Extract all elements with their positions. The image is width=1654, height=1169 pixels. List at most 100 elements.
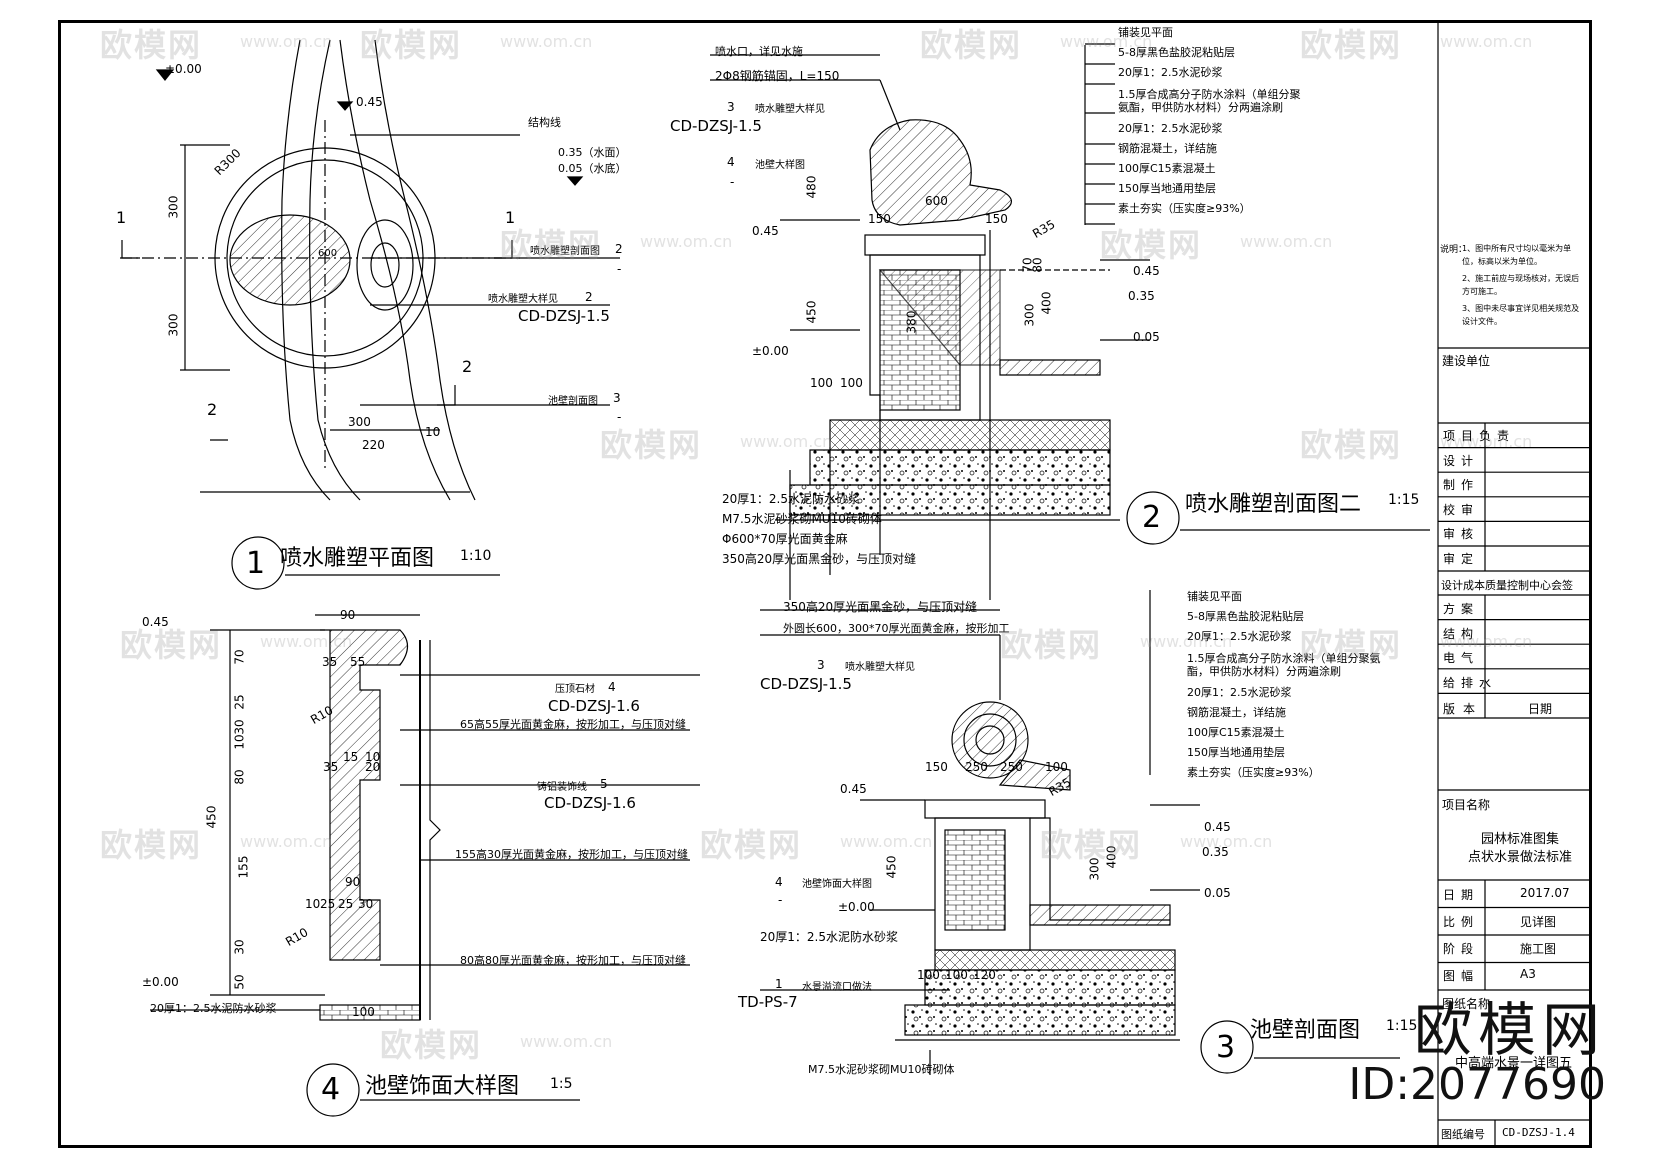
s3-note-1: 外圆长600，300*70厚光面黄金麻，按形加工 <box>783 622 1010 635</box>
s3-dim-100b: 100 <box>945 968 968 982</box>
s2-dim-380: 380 <box>904 310 919 334</box>
s3-ref4-sheet: - <box>778 893 783 907</box>
tb-project-label: 项目名称 <box>1442 798 1491 812</box>
section2-view <box>710 43 1430 600</box>
s4-ref4-label: 压顶石材 <box>555 684 595 695</box>
s2-bottom-note: 350高20厚光面黑金砂，与压顶对缝 <box>722 552 917 566</box>
tb-discipline: 方案 <box>1443 602 1480 616</box>
s2-dim-150b: 150 <box>985 212 1008 226</box>
s2-level-035: 0.35 <box>1128 289 1155 303</box>
tb-role: 制作 <box>1443 478 1480 493</box>
s2-dim-600: 600 <box>925 194 948 208</box>
view-3-scale: 1:15 <box>1386 1018 1418 1034</box>
s2-right-note: 铺装见平面 <box>1118 26 1173 39</box>
s3-dim-120: 120 <box>973 968 996 982</box>
tb-remark: 3、图中未尽事宜详见相关规范及设计文件。 <box>1462 304 1580 326</box>
s3-level-005: 0.05 <box>1204 886 1231 900</box>
s3-dim-250a: 250 <box>965 760 988 774</box>
s4-dim-top: 55 <box>350 655 366 669</box>
s3-level-000: ±0.00 <box>838 900 875 914</box>
s2-dim-300: 300 <box>1022 303 1037 327</box>
s2-note-1: 2Φ8钢筋锚固，L=150 <box>715 69 840 83</box>
s4-dim-left: 10 <box>232 734 247 750</box>
s3-level-035: 0.35 <box>1202 845 1229 859</box>
plan-dim-300c: 300 <box>348 415 371 429</box>
s2-ref3-label: 喷水雕塑大样见 <box>755 104 825 115</box>
plan-ref-1-num: 2 <box>615 242 623 256</box>
s2-dim-100b: 100 <box>840 376 863 390</box>
tb-date-label: 日期 <box>1528 702 1553 716</box>
s4-dim-left: 50 <box>232 974 247 990</box>
s3-right-note: 铺装见平面 <box>1187 590 1242 603</box>
s4-dim-left: 155 <box>236 855 251 879</box>
s3-ref3-label: 喷水雕塑大样见 <box>845 662 915 673</box>
view-1-scale: 1:10 <box>460 548 492 564</box>
s3-right-note: 150厚当地通用垫层 <box>1187 746 1285 759</box>
s3-dim-100a: 100 <box>917 968 940 982</box>
s2-dim-100a: 100 <box>810 376 833 390</box>
s2-level-000: ±0.00 <box>752 344 789 358</box>
s3-ref4-label: 池壁饰面大样图 <box>802 879 872 890</box>
s4-dim-left: 450 <box>204 805 219 829</box>
s3-right-note: 20厚1：2.5水泥砂浆 <box>1187 686 1292 699</box>
plan-ref-3-label: 池壁剖面图 <box>548 396 598 407</box>
tb-discipline: 电气 <box>1443 651 1480 666</box>
s4-dim-top: 35 <box>323 760 339 774</box>
tb-info-label: 日期 <box>1443 888 1480 902</box>
s4-dim-top: 15 <box>343 750 359 764</box>
tb-info-label: 比例 <box>1443 915 1480 929</box>
s4-ref5-num: 5 <box>600 777 608 791</box>
tb-info-value: 见详图 <box>1520 915 1557 929</box>
view-2-number: 2 <box>1142 500 1162 535</box>
s4-radius-1: R10 <box>308 703 336 727</box>
view-2-scale: 1:15 <box>1388 492 1420 508</box>
tb-drawing-name: 中高端水景一详图五 <box>1455 1056 1573 1071</box>
tb-version-label: 版本 <box>1443 702 1484 716</box>
s3-dim-400: 400 <box>1104 845 1119 869</box>
plan-ref-3-num: 3 <box>613 391 621 405</box>
tb-role: 校审 <box>1443 502 1480 517</box>
drawing-frame <box>58 20 1592 1148</box>
tb-remarks-label: 说明： <box>1440 245 1468 255</box>
s4-dim-left: 70 <box>232 649 247 665</box>
s3-right-note: 100厚C15素混凝土 <box>1187 726 1285 739</box>
tb-cost-center: 设计成本质量控制中心会签 <box>1441 579 1573 592</box>
plan-level: ±0.00 <box>165 62 202 76</box>
view-1-number: 1 <box>246 546 266 581</box>
s2-level-005: 0.05 <box>1133 330 1160 344</box>
s3-bottom-note-0: 20厚1：2.5水泥防水砂浆 <box>760 930 898 944</box>
s4-ref5-label: 铸铝装饰线 <box>537 782 587 793</box>
s4-radius-2: R10 <box>283 925 311 949</box>
plan-bottom-level: 0.05（水底） <box>558 162 627 175</box>
s4-dim-top: 25 <box>320 897 336 911</box>
plan-dim-220: 220 <box>362 438 385 452</box>
plan-level-2: 0.45 <box>356 95 383 109</box>
tb-discipline: 给排水 <box>1443 675 1498 690</box>
tb-role: 审定 <box>1443 552 1480 566</box>
s3-ref1-sheet: TD-PS-7 <box>738 993 798 1011</box>
brand-mark: 欧模网 ID:2077690 <box>1348 1000 1606 1110</box>
s4-ref4-sheet: CD-DZSJ-1.6 <box>548 697 640 715</box>
s4-dim-top: 90 <box>345 875 361 889</box>
s2-right-note: 20厚1：2.5水泥砂浆 <box>1118 122 1223 135</box>
s2-bottom-note: 20厚1：2.5水泥防水砂浆 <box>722 492 860 506</box>
tb-info-label: 阶段 <box>1443 942 1480 956</box>
s4-note-3: 20厚1：2.5水泥防水砂浆 <box>150 1002 277 1015</box>
plan-ref-2-sheet: CD-DZSJ-1.5 <box>518 307 610 325</box>
s3-ref3-sheet: CD-DZSJ-1.5 <box>760 675 852 693</box>
s4-dim-top: 35 <box>322 655 338 669</box>
s3-level-045r: 0.45 <box>1204 820 1231 834</box>
s4-ref4-num: 4 <box>608 680 616 694</box>
tb-discipline: 结构 <box>1443 626 1480 641</box>
s2-right-note: 20厚1：2.5水泥砂浆 <box>1118 66 1223 79</box>
tb-role: 项目负责 <box>1443 429 1516 443</box>
s3-level-045: 0.45 <box>840 782 867 796</box>
s4-dim-top: 30 <box>358 897 374 911</box>
s3-dim-100: 100 <box>1045 760 1068 774</box>
s2-ref4-num: 4 <box>727 155 735 169</box>
s2-level-045: 0.45 <box>752 224 779 238</box>
view-4-number: 4 <box>321 1072 341 1107</box>
s2-right-note: 150厚当地通用垫层 <box>1118 182 1216 195</box>
tb-info-label: 图幅 <box>1443 969 1480 983</box>
